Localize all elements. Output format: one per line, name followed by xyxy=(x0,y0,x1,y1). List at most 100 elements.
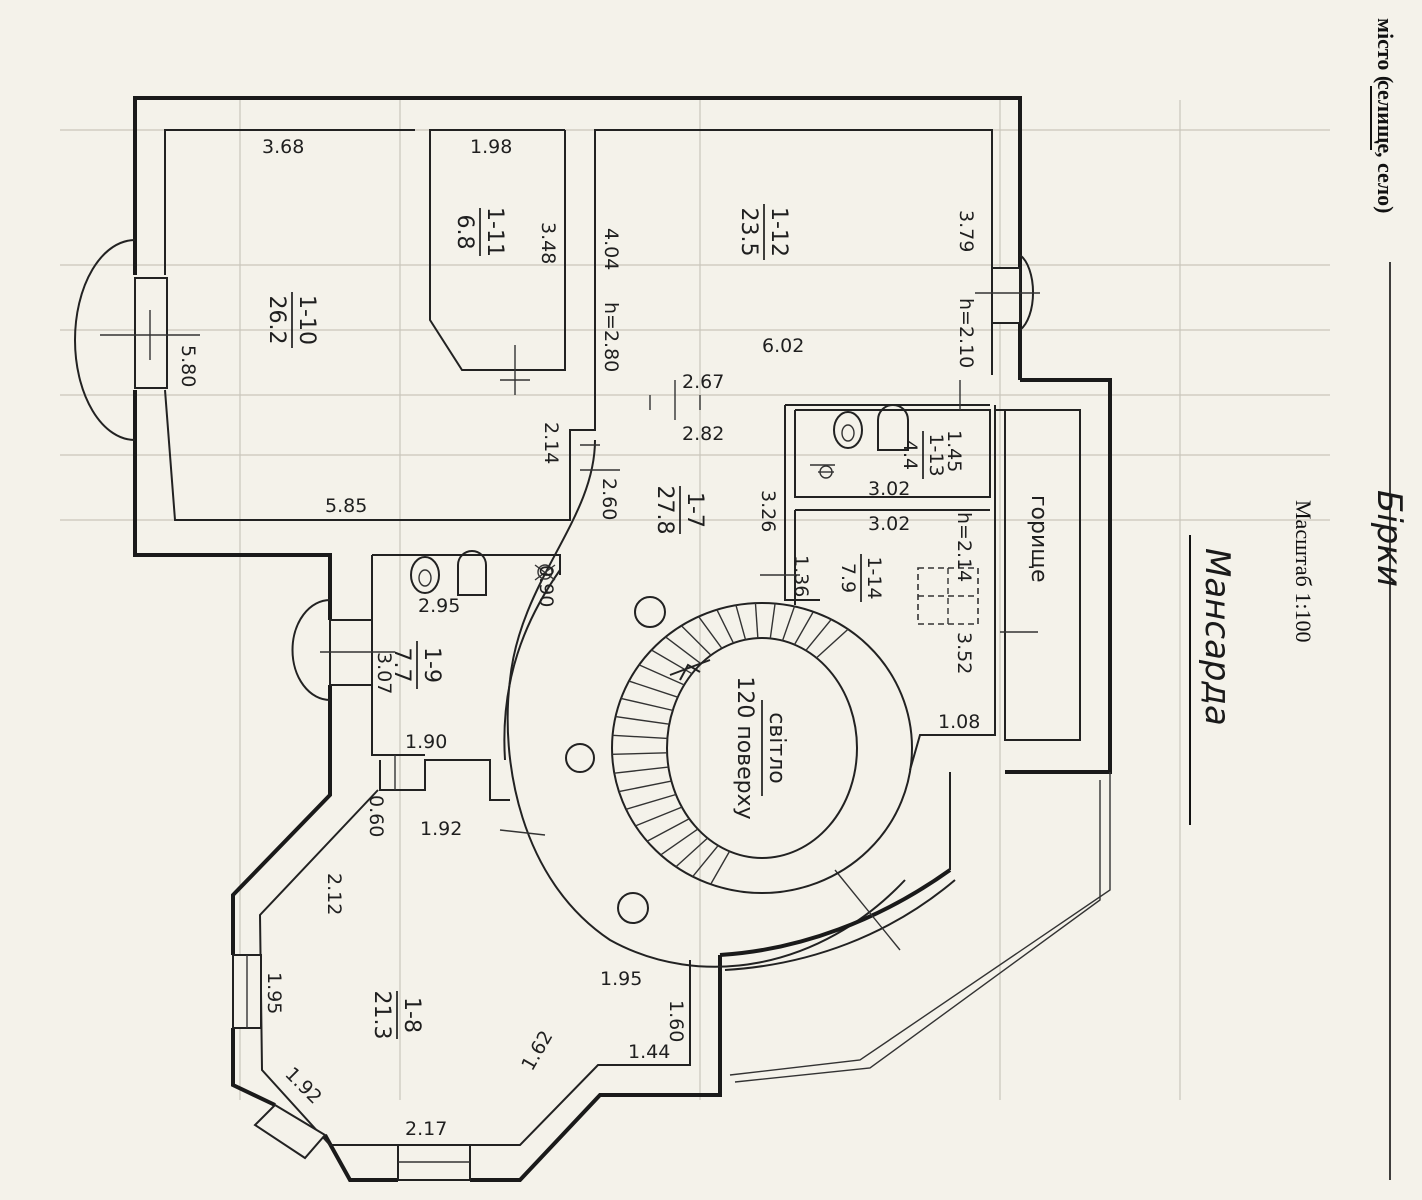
background-table-ghost xyxy=(60,100,1330,1100)
plan-openings xyxy=(74,239,1040,1181)
header-handwritten-value: Бірки xyxy=(1369,490,1409,587)
header-label-prefix: місто ( xyxy=(1373,18,1398,83)
dim: 3.02 xyxy=(868,513,910,535)
dim: h=2.10 xyxy=(955,298,977,368)
dim: 1.92 xyxy=(280,1063,325,1108)
room-1-7: 1-7 27.8 xyxy=(652,486,707,535)
stair-tread xyxy=(614,766,669,774)
svg-text:1-8: 1-8 xyxy=(399,997,424,1033)
dim: 1.95 xyxy=(263,972,285,1014)
room-1-12: 1-12 23.5 xyxy=(736,204,791,260)
stair-tread xyxy=(638,664,685,686)
svg-text:1-9: 1-9 xyxy=(419,647,444,683)
dim: 3.26 xyxy=(757,490,779,532)
dim: 1.60 xyxy=(665,1000,687,1042)
dim: 1.90 xyxy=(405,731,447,753)
room-1-10: 1-10 26.2 xyxy=(264,292,319,348)
stair-tread xyxy=(612,752,668,756)
svg-text:1-13: 1-13 xyxy=(925,433,947,476)
dim: 1.45 xyxy=(943,430,965,472)
dim: 1.98 xyxy=(470,136,512,158)
svg-text:120 поверху: 120 поверху xyxy=(732,676,757,819)
dim: 2.60 xyxy=(598,478,620,520)
dim: 1.92 xyxy=(420,818,462,840)
dim: 0.90 xyxy=(535,565,557,607)
spiral-staircase xyxy=(565,596,913,924)
svg-text:4.4: 4.4 xyxy=(899,440,921,470)
dim: 2.67 xyxy=(682,371,724,393)
dim: h=2.80 xyxy=(600,302,622,372)
dim: 1.44 xyxy=(628,1041,670,1063)
dim: 1.62 xyxy=(517,1027,557,1075)
svg-text:1-14: 1-14 xyxy=(863,556,885,599)
room-1-11: 1-11 6.8 xyxy=(452,207,507,257)
attic-label: горище xyxy=(1026,495,1051,583)
dim: 3.48 xyxy=(537,222,559,264)
stair-tread xyxy=(816,628,849,659)
stair-tread xyxy=(781,606,796,641)
stair-tread xyxy=(805,618,832,651)
stair-tread xyxy=(675,837,708,868)
room-1-9: 1-9 7.7 xyxy=(389,641,444,689)
stair-tread xyxy=(735,605,747,640)
stair-tread xyxy=(698,616,723,649)
dim: 3.02 xyxy=(868,478,910,500)
plan-title-block: Масштаб 1:100 Мансарда xyxy=(1189,500,1316,825)
dim: 3.79 xyxy=(955,210,977,252)
stair-tread xyxy=(618,780,672,793)
dim: h=2.14 xyxy=(953,512,975,582)
svg-text:27.8: 27.8 xyxy=(652,486,677,535)
dim: 1.95 xyxy=(600,968,642,990)
svg-text:21.3: 21.3 xyxy=(369,991,394,1040)
floor-name: Мансарда xyxy=(1197,548,1237,726)
stair-tread xyxy=(620,697,673,712)
dim: 1.36 xyxy=(790,555,812,597)
dim: 2.95 xyxy=(418,595,460,617)
stair-tread xyxy=(793,611,814,645)
svg-text:1-7: 1-7 xyxy=(682,492,707,528)
svg-text:23.5: 23.5 xyxy=(736,208,761,257)
plan-fixtures xyxy=(410,404,1038,633)
stair-tread xyxy=(612,734,668,740)
room-1-13: 1-13 4.4 xyxy=(899,431,947,479)
svg-text:7.7: 7.7 xyxy=(389,648,414,683)
stair-tread xyxy=(628,680,678,698)
room-labels: 1-10 26.2 1-11 6.8 1-12 23.5 1-7 27.8 1-… xyxy=(264,204,1051,1039)
stair-tread xyxy=(754,603,759,639)
dimension-labels: 3.68 5.80 5.85 1.98 3.48 4.04 h=2.80 2.6… xyxy=(177,136,980,1140)
scale-label: Масштаб 1:100 xyxy=(1291,500,1316,642)
stair-tread xyxy=(635,806,683,827)
dim: 4.04 xyxy=(600,228,622,270)
dim: 5.85 xyxy=(325,495,367,517)
svg-text:26.2: 26.2 xyxy=(264,296,289,345)
stair-tread xyxy=(692,845,719,878)
dim: 6.02 xyxy=(762,335,804,357)
dim: 3.07 xyxy=(373,652,395,694)
svg-text:1-12: 1-12 xyxy=(766,207,791,257)
dim: 2.12 xyxy=(323,873,345,915)
room-1-14: 1-14 7.9 xyxy=(837,554,885,602)
dim: 2.14 xyxy=(540,422,562,464)
stair-tread xyxy=(680,625,712,656)
stair-tread xyxy=(625,793,677,810)
form-header: місто ( селище , село) Бірки xyxy=(1369,18,1409,1180)
dim: 1.08 xyxy=(938,711,980,733)
dim: 3.68 xyxy=(262,136,304,158)
dim: 2.82 xyxy=(682,423,724,445)
header-label-suffix: , село) xyxy=(1373,152,1398,213)
svg-text:світло: світло xyxy=(764,712,789,784)
plan-walls xyxy=(133,96,1112,1182)
dim: 3.52 xyxy=(953,632,975,674)
stair-tread xyxy=(660,828,699,856)
svg-text:7.9: 7.9 xyxy=(837,563,859,593)
dim: 2.17 xyxy=(405,1118,447,1140)
stair-tread xyxy=(710,851,731,885)
stair-tread xyxy=(716,609,735,644)
stair-opening-label: світло 120 поверху xyxy=(732,676,789,819)
svg-text:1-10: 1-10 xyxy=(294,295,319,345)
header-label-struck: селище xyxy=(1373,80,1398,153)
stair-tread xyxy=(769,603,776,639)
dim: 5.80 xyxy=(177,345,199,387)
svg-text:1-11: 1-11 xyxy=(482,207,507,257)
